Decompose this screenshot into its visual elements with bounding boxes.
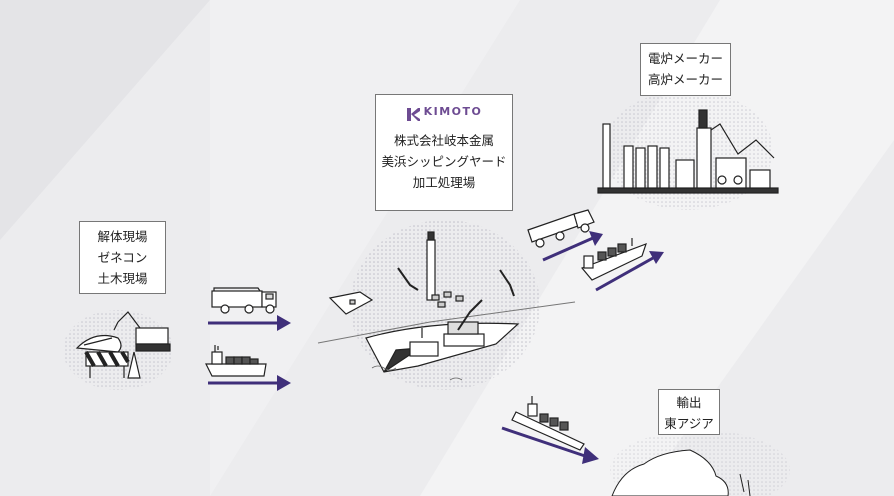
demolition-site-icon bbox=[75, 311, 171, 379]
water-line bbox=[317, 301, 576, 344]
export-line1: 輸出 bbox=[676, 395, 702, 410]
source-line1: 解体現場 bbox=[97, 229, 148, 244]
arrow-truck-to-yard bbox=[208, 315, 291, 331]
cargo-ship-icon bbox=[205, 345, 267, 377]
east-asia-map-icon bbox=[611, 449, 751, 496]
dump-truck-icon bbox=[211, 287, 277, 314]
steel-mill-icon bbox=[597, 109, 779, 194]
furnace-line2: 高炉メーカー bbox=[647, 72, 723, 87]
arrow-ship-to-mill bbox=[595, 251, 664, 292]
source-label-box: 解体現場 ゼネコン 土木現場 bbox=[79, 221, 166, 294]
export-label-box: 輸出 東アジア bbox=[658, 389, 720, 435]
company-line1: 株式会社岐本金属 bbox=[393, 133, 494, 148]
source-line3: 土木現場 bbox=[97, 271, 148, 286]
arrows bbox=[208, 231, 664, 464]
company-label-box: KIMOTO ​ 株式会社岐本金属 美浜シッピングヤード 加工処理場 bbox=[375, 94, 513, 211]
logo-subtext: ​ bbox=[421, 119, 483, 124]
source-line2: ゼネコン bbox=[97, 250, 148, 265]
kimoto-logo-icon bbox=[406, 107, 420, 121]
arrow-ship-to-yard bbox=[208, 375, 291, 391]
arrow-export bbox=[501, 426, 599, 464]
company-line2: 美浜シッピングヤード bbox=[381, 154, 507, 169]
company-line3: 加工処理場 bbox=[412, 175, 476, 190]
export-ship-icon bbox=[511, 396, 585, 451]
arrow-truck-to-mill bbox=[542, 231, 603, 262]
company-logo: KIMOTO ​ bbox=[376, 104, 512, 124]
dump-truck-icon-2 bbox=[527, 209, 595, 248]
export-line2: 東アジア bbox=[664, 416, 714, 431]
shipyard-icon bbox=[328, 231, 520, 381]
furnace-line1: 電炉メーカー bbox=[647, 51, 723, 66]
cargo-ship-icon-2 bbox=[580, 238, 647, 281]
furnace-label-box: 電炉メーカー 高炉メーカー bbox=[640, 43, 731, 96]
logo-text: KIMOTO bbox=[423, 104, 483, 118]
